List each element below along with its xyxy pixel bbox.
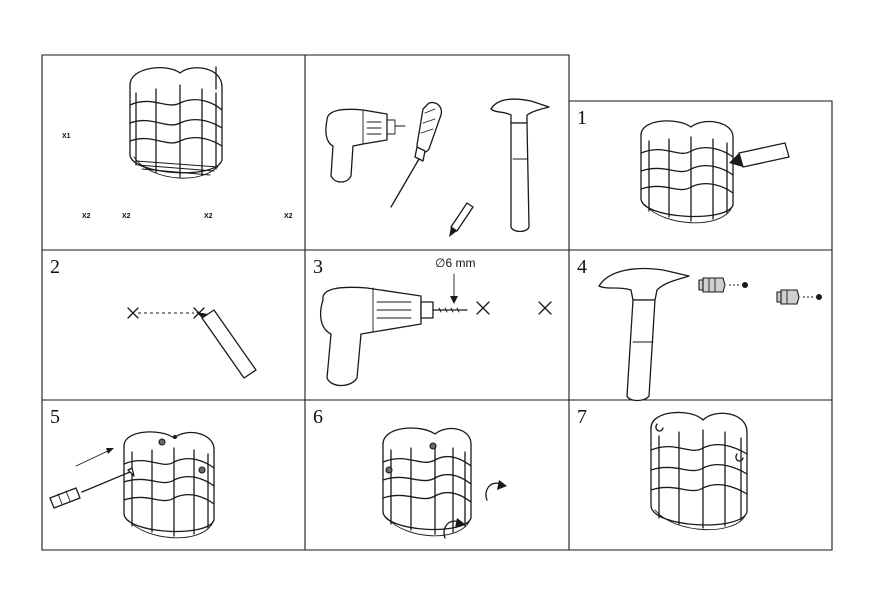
step-number-1: 1	[577, 107, 587, 129]
step-2-cell: 2	[42, 250, 305, 400]
step-7-cell: 7	[569, 400, 832, 550]
wire-basket-icon	[123, 431, 215, 539]
wire-basket-icon	[382, 427, 472, 537]
insert-arrow	[75, 449, 111, 467]
wire-basket-icon	[129, 66, 223, 179]
grid-lines	[41, 54, 833, 551]
step-4-drawing	[598, 267, 822, 402]
step-number-7: 7	[577, 406, 587, 428]
rotate-arrow-icon	[485, 480, 507, 501]
step-number-4: 4	[577, 256, 587, 278]
screw-icon	[81, 467, 135, 493]
step-number-5: 5	[50, 406, 60, 428]
wire-basket-icon	[650, 411, 748, 531]
tools-drawing	[325, 98, 550, 237]
screwdriver-icon	[49, 487, 81, 509]
step-5-cell: 5	[42, 400, 305, 550]
hammer-icon	[598, 267, 690, 402]
basket-qty: X1	[62, 133, 71, 140]
step-4-cell: 4	[569, 250, 832, 402]
step-number-3: 3	[313, 256, 323, 278]
wall-anchor-icon	[776, 289, 822, 305]
step-1-drawing	[640, 120, 790, 224]
parts-cell: X1 X2 X2 X2 X2	[42, 55, 305, 250]
drill-diameter-label: ∅6 mm	[435, 256, 476, 270]
bracket-qty: X2	[204, 213, 213, 220]
hammer-icon	[490, 98, 550, 233]
step-number-2: 2	[50, 256, 60, 278]
power-drill-icon	[325, 108, 406, 183]
step-3-cell: 3 ∅6 mm	[305, 250, 569, 400]
cap-qty: X2	[284, 213, 293, 220]
pencil-icon	[729, 142, 790, 168]
step-2-drawing	[127, 307, 257, 379]
step-6-drawing	[382, 427, 507, 539]
mark-x-second	[538, 301, 552, 315]
pencil-icon	[196, 309, 257, 379]
parts-drawing	[129, 66, 223, 179]
screw-qty: X2	[122, 213, 131, 220]
wall-anchor-icon	[698, 277, 748, 293]
mark-x-left	[127, 307, 139, 319]
mark-x-target	[476, 301, 490, 315]
step-6-cell: 6	[305, 400, 569, 550]
anchor-qty: X2	[82, 213, 91, 220]
tools-cell	[305, 55, 569, 250]
power-drill-icon	[319, 286, 468, 387]
wire-basket-icon	[640, 120, 734, 224]
step-number-6: 6	[313, 406, 323, 428]
step-1-cell: 1	[569, 101, 832, 250]
rotate-arrow-icon	[443, 518, 465, 539]
step-3-drawing	[319, 273, 552, 387]
screwdriver-icon	[390, 101, 443, 208]
step-5-drawing	[49, 431, 215, 539]
pencil-icon	[449, 202, 474, 237]
step-7-drawing	[650, 411, 748, 531]
